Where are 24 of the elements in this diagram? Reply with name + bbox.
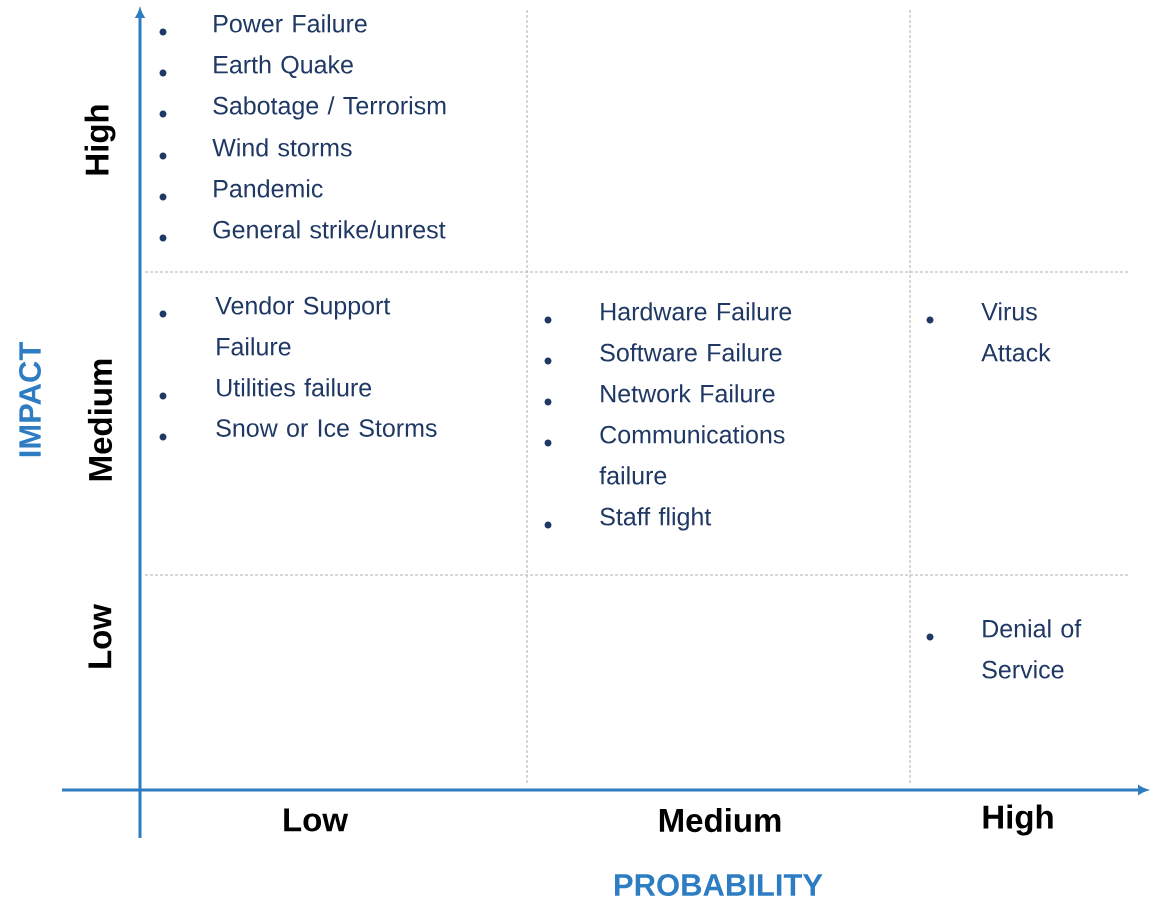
risk-item: Virus Attack (981, 302, 1051, 362)
risk-item: Pandemic (214, 179, 323, 198)
axis-tick-label: Medium (87, 359, 113, 481)
risk-item: Sabotage / Terrorism (213, 96, 446, 120)
risk-item: Vendor Support Failure (215, 296, 391, 356)
risk-item: Power Failure (214, 14, 367, 33)
axis-tick-label: Low (284, 808, 349, 832)
axis-tick-label: Low (88, 603, 112, 668)
risk-item: Software Failure (600, 343, 782, 362)
risk-item: Wind storms (212, 138, 352, 157)
risk-item: Hardware Failure (601, 302, 792, 321)
risk-item: Staff flight (600, 507, 712, 531)
risk-item: Denial of Service (982, 619, 1082, 679)
axis-title: PROBABILITY (615, 874, 823, 896)
axis-tick-label: Medium (659, 807, 781, 833)
risk-item: Earth Quake (214, 55, 353, 79)
axis-tick-label: High (84, 105, 116, 175)
risk-item: General strike/unrest (213, 220, 446, 239)
risk-item: Communications failure (599, 425, 785, 485)
risk-item: Snow or Ice Storms (216, 419, 437, 437)
axis-title: IMPACT (19, 342, 41, 457)
risk-item: Utilities failure (217, 378, 372, 397)
risk-item: Network Failure (601, 384, 775, 403)
axis-tick-label: High (983, 804, 1053, 836)
